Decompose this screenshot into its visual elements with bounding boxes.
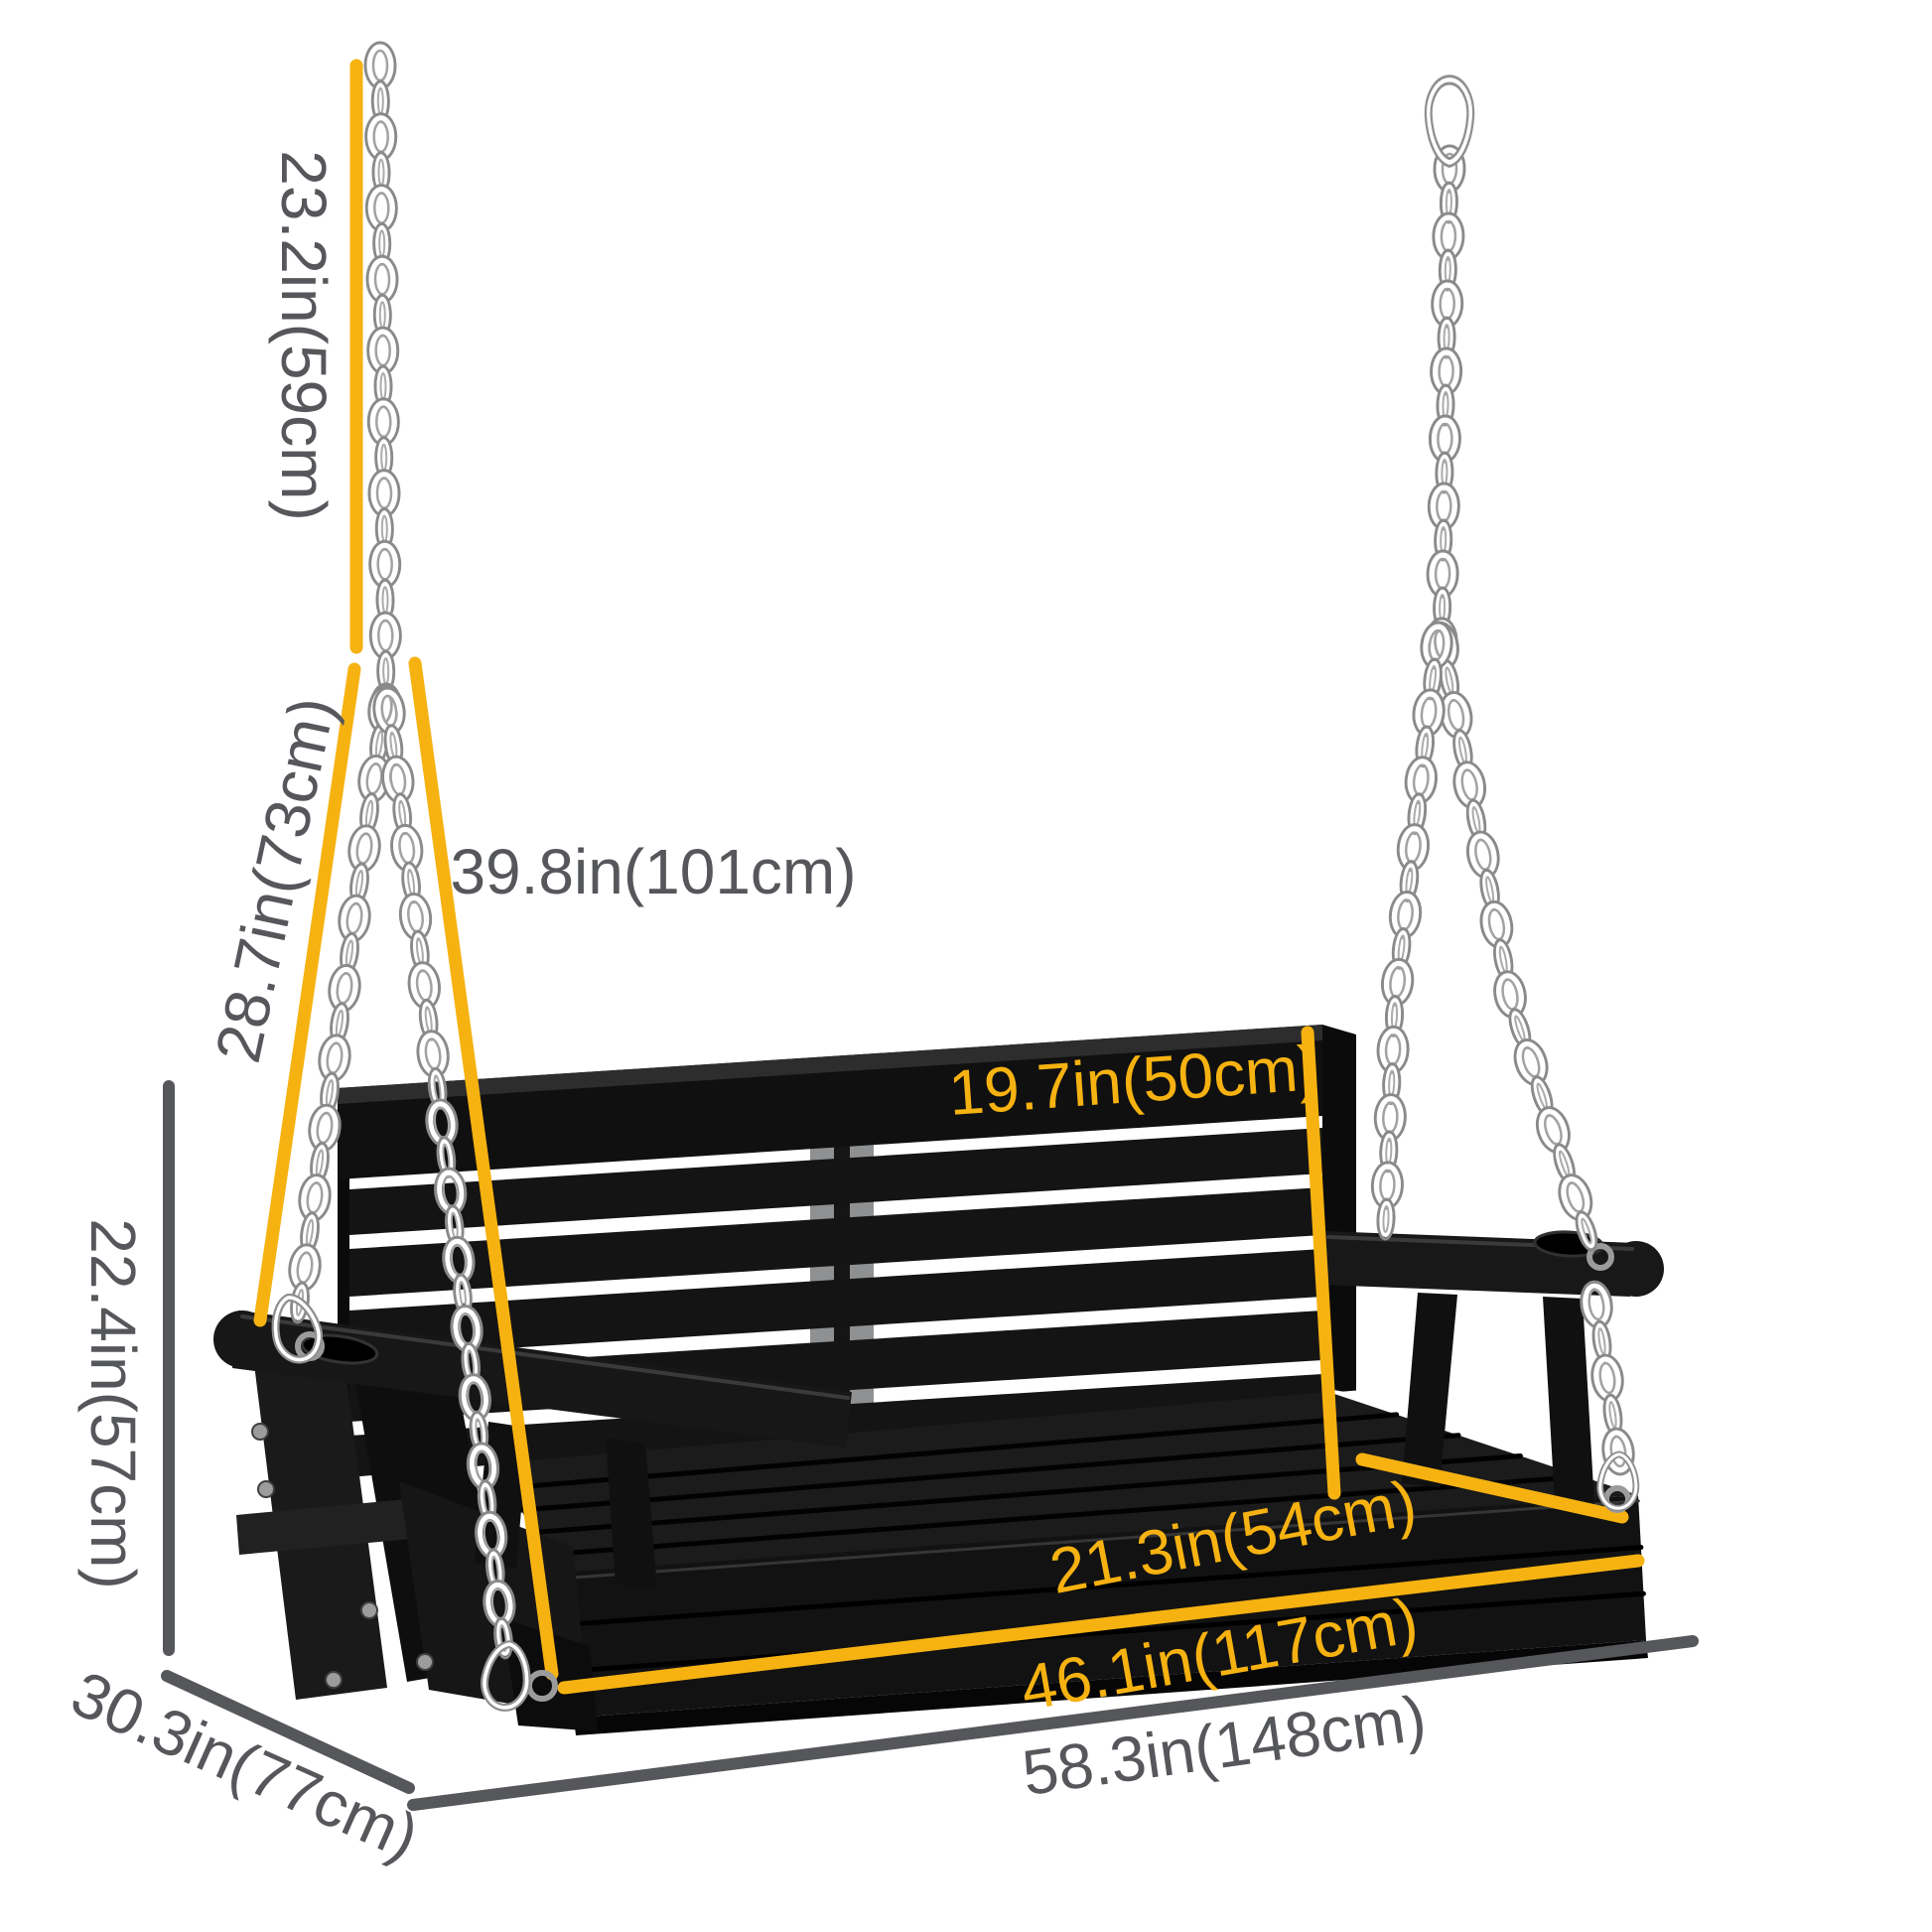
apron-groove <box>566 1590 1646 1674</box>
screw <box>325 1671 343 1689</box>
dim-line-overall-width <box>407 1635 1699 1811</box>
right-armrest-leg <box>1543 1297 1594 1505</box>
chain-link <box>1513 1038 1549 1086</box>
carabiner-hook <box>481 1640 531 1712</box>
backrest-top-rail-highlight <box>338 1025 1322 1104</box>
screw <box>416 1653 434 1671</box>
right-side <box>1318 1230 1664 1505</box>
dimension-lines <box>161 59 1699 1811</box>
backrest-right-post <box>1322 1025 1356 1394</box>
eye-bolt-ring <box>1587 1243 1614 1271</box>
seat-surface <box>494 1392 1638 1575</box>
seat-bottom-lip <box>574 1640 1648 1735</box>
chain-link <box>1601 1427 1635 1476</box>
dim-line-overall-depth <box>161 1670 415 1794</box>
screw <box>251 1423 269 1441</box>
backrest-slat <box>349 1128 1322 1235</box>
screw <box>360 1601 378 1619</box>
backrest-top-rail <box>338 1025 1322 1179</box>
dim-line-backrest-height <box>1301 1026 1341 1500</box>
backrest-slat <box>349 1187 1322 1297</box>
seat-slat-gap <box>543 1473 1586 1558</box>
chain-link <box>493 1616 513 1660</box>
dim-line-chain-front <box>253 662 361 1327</box>
seat-slat-gap <box>505 1412 1400 1491</box>
ceiling-hook <box>1424 74 1475 168</box>
carabiner-hook <box>1596 1450 1640 1512</box>
chain-link <box>1376 1197 1396 1241</box>
left-armrest-highlight <box>240 1314 850 1400</box>
chain-link <box>442 1235 476 1285</box>
backrest-slat <box>349 1249 1322 1358</box>
chain-link <box>1396 823 1431 873</box>
right-armrest-tip <box>1608 1241 1664 1297</box>
screw <box>257 1480 275 1498</box>
left-armrest-leg <box>606 1438 657 1588</box>
left-armrest <box>232 1311 852 1448</box>
seat-slat-gap <box>518 1433 1461 1513</box>
chains <box>271 41 1640 1712</box>
dim-line-chain-rear <box>408 656 559 1681</box>
apron-highlight <box>559 1499 1640 1581</box>
chain-link <box>1535 1106 1571 1154</box>
seat-slat-gap <box>531 1452 1523 1535</box>
dim-line-seat-width <box>557 1554 1645 1695</box>
right-armrest-leg <box>1402 1293 1457 1487</box>
left-cross-brace <box>236 1497 433 1555</box>
chain-link <box>1558 1173 1593 1221</box>
carabiner-hook <box>271 1293 324 1364</box>
apron-groove <box>561 1545 1644 1628</box>
chain-link <box>1575 1210 1598 1252</box>
dim-line-seat-depth <box>1355 1452 1629 1524</box>
